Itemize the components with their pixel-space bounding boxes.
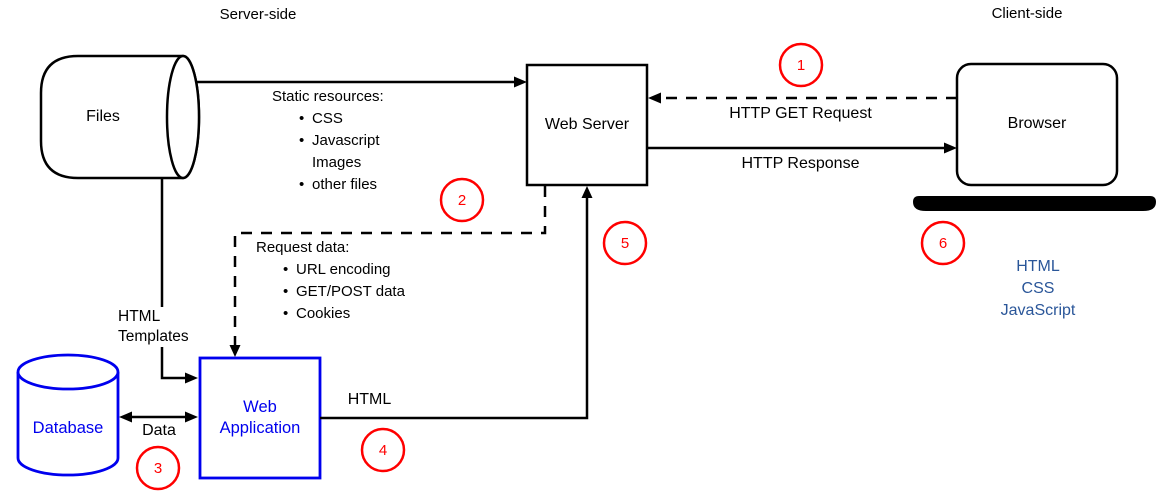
browser-node-label: Browser [1007,115,1067,133]
static-resources-item-images: Images [312,154,362,171]
step-circle-2 [439,177,485,223]
web-application-node-label: Web Application [219,397,301,437]
bullet-icon: • [299,132,305,149]
static-resources-item-other-files: •other files [272,174,384,196]
client-stack-html: HTML [1016,258,1060,275]
step-number-5: 5 [620,234,630,252]
html-templates-label: HTML Templates [118,307,208,347]
data-label: Data [142,422,176,439]
edge-files-to-webapp [160,178,186,380]
client-stack-text: HTML CSS JavaScript [977,256,1099,322]
database-cylinder-shape [16,372,120,477]
http-response-label: HTTP Response [741,155,860,172]
web-server-node-label: Web Server [544,115,630,133]
request-data-item-url-encoding: •URL encoding [256,259,405,281]
laptop-base-shape [913,196,1156,211]
edge-database-webapp-right-arrowhead [185,411,198,423]
request-data-item-get-post-data: •GET/POST data [256,281,405,303]
step-number-6: 6 [938,234,948,252]
database-cylinder-cap [16,353,120,391]
step-circle-4 [360,427,406,473]
edge-files-to-webserver-arrowhead [514,76,527,88]
html-edge-label: HTML [347,391,392,408]
step-number-3: 3 [153,459,163,477]
step-circle-3 [135,445,181,491]
edge-webapp-to-webserver [320,197,589,420]
web-server-box [525,63,649,187]
step-number-2: 2 [457,191,467,209]
request-data-annotation: Request data: •URL encoding •GET/POST da… [256,237,405,325]
bullet-icon: • [283,305,289,322]
static-resources-heading: Static resources: [272,88,384,105]
server-side-title: Server-side [219,6,297,23]
edge-files-to-webapp-arrowhead [185,372,198,384]
bullet-icon: • [283,283,289,300]
client-stack-css: CSS [1021,280,1055,297]
client-stack-javascript: JavaScript [1000,302,1076,319]
static-resources-item-javascript: •Javascript [272,130,384,152]
edge-browser-to-webserver-arrowhead [648,92,661,104]
bullet-icon: • [299,176,305,193]
database-node-label: Database [32,419,104,437]
static-resources-item-css: •CSS [272,108,384,130]
edge-webapp-to-webserver-arrowhead [581,186,593,198]
client-side-title: Client-side [991,5,1063,22]
edge-webserver-to-browser-arrowhead [944,142,957,154]
request-data-heading: Request data: [256,239,350,256]
step-number-4: 4 [378,441,388,459]
files-cylinder-cap [165,54,201,180]
step-circle-6 [920,220,966,266]
edge-webserver-to-webapp-arrowhead [229,345,241,357]
bullet-icon: • [299,110,305,127]
step-circle-1 [778,42,824,88]
static-resources-annotation: Static resources: •CSS •Javascript Image… [272,86,384,196]
browser-box [955,62,1119,187]
step-circle-5 [602,220,648,266]
step-number-1: 1 [796,56,806,74]
bullet-icon: • [283,261,289,278]
http-get-request-label: HTTP GET Request [729,105,872,122]
request-data-item-cookies: •Cookies [256,303,405,325]
edge-webserver-to-webapp-dashed [233,186,547,345]
edge-database-webapp-left-arrowhead [119,411,132,423]
files-node-label: Files [86,108,120,125]
